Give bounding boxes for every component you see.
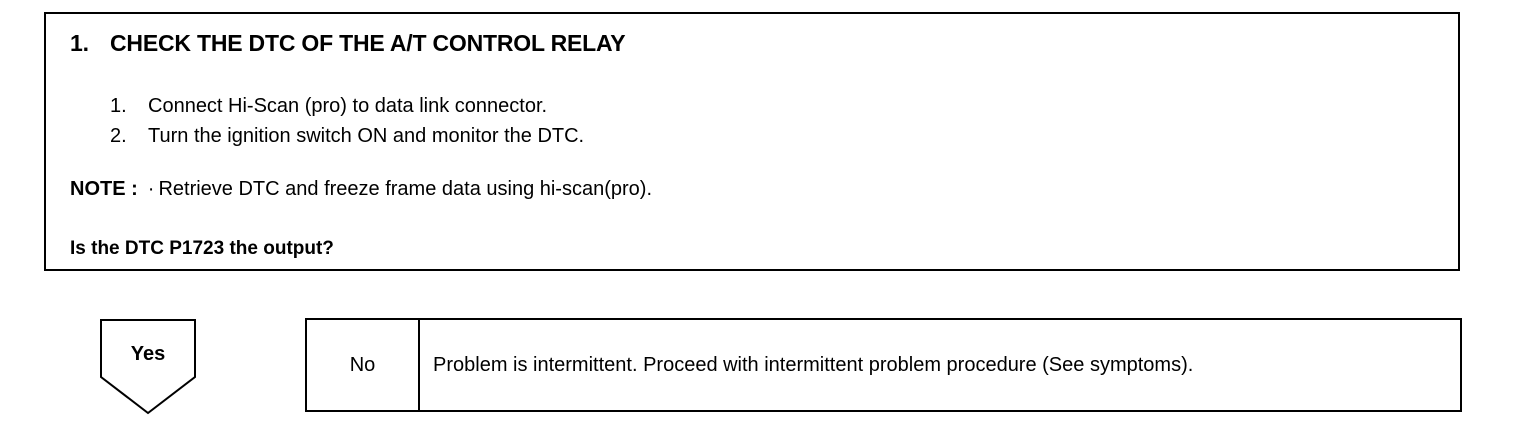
no-label: No [307, 320, 420, 410]
yes-label: Yes [130, 343, 166, 365]
instruction-item: 1. Connect Hi-Scan (pro) to data link con… [110, 91, 584, 121]
instruction-text: Turn the ignition switch ON and monitor … [148, 125, 585, 147]
note-text: Retrieve DTC and freeze frame data using… [158, 178, 652, 200]
yes-branch-badge: Yes [100, 319, 196, 415]
yes-arrow-shape [100, 319, 196, 415]
no-branch-box: No Problem is intermittent. Proceed with… [305, 318, 1462, 412]
no-branch-text: Problem is intermittent. Proceed with in… [433, 353, 1194, 376]
step-question: Is the DTC P1723 the output? [70, 238, 334, 259]
step-box: 1. CHECK THE DTC OF THE A/T CONTROL RELAY… [44, 12, 1460, 271]
step-title: 1. CHECK THE DTC OF THE A/T CONTROL RELAY [70, 30, 626, 57]
instruction-text: Connect Hi-Scan (pro) to data link conne… [148, 95, 548, 117]
instruction-number: 1. [110, 95, 127, 117]
note-bullet: · [147, 178, 155, 200]
step-number: 1. [70, 30, 89, 56]
instruction-item: 2. Turn the ignition switch ON and monito… [110, 121, 584, 151]
instruction-list: 1. Connect Hi-Scan (pro) to data link con… [110, 91, 584, 151]
instruction-number: 2. [110, 125, 127, 147]
note: NOTE : ·Retrieve DTC and freeze frame dat… [70, 178, 652, 201]
note-label: NOTE : [70, 178, 138, 200]
step-title-text: CHECK THE DTC OF THE A/T CONTROL RELAY [110, 30, 626, 56]
